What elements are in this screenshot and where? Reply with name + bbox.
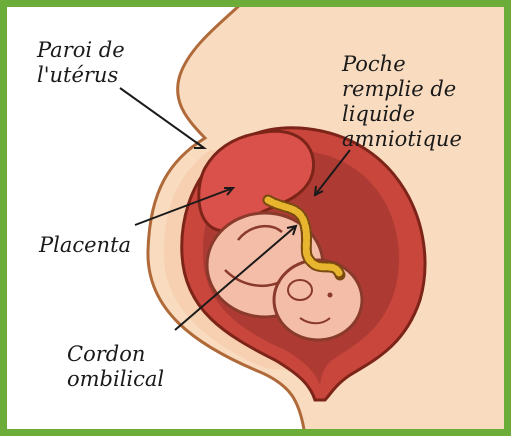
label-poche-line2: remplie de (342, 77, 462, 102)
label-poche-liquide: Poche remplie de liquide amniotique (342, 52, 462, 152)
label-cordon-line1: Cordon (67, 342, 164, 367)
label-cordon-ombilical: Cordon ombilical (67, 342, 164, 392)
label-poche-line3: liquide (342, 102, 462, 127)
label-placenta: Placenta (39, 233, 131, 258)
label-cordon-line2: ombilical (67, 367, 164, 392)
label-paroi-line1: Paroi de (37, 38, 125, 63)
label-poche-line4: amniotique (342, 127, 462, 152)
label-paroi-line2: l'utérus (37, 63, 125, 88)
label-paroi-uterus: Paroi de l'utérus (37, 38, 125, 88)
label-poche-line1: Poche (342, 52, 462, 77)
